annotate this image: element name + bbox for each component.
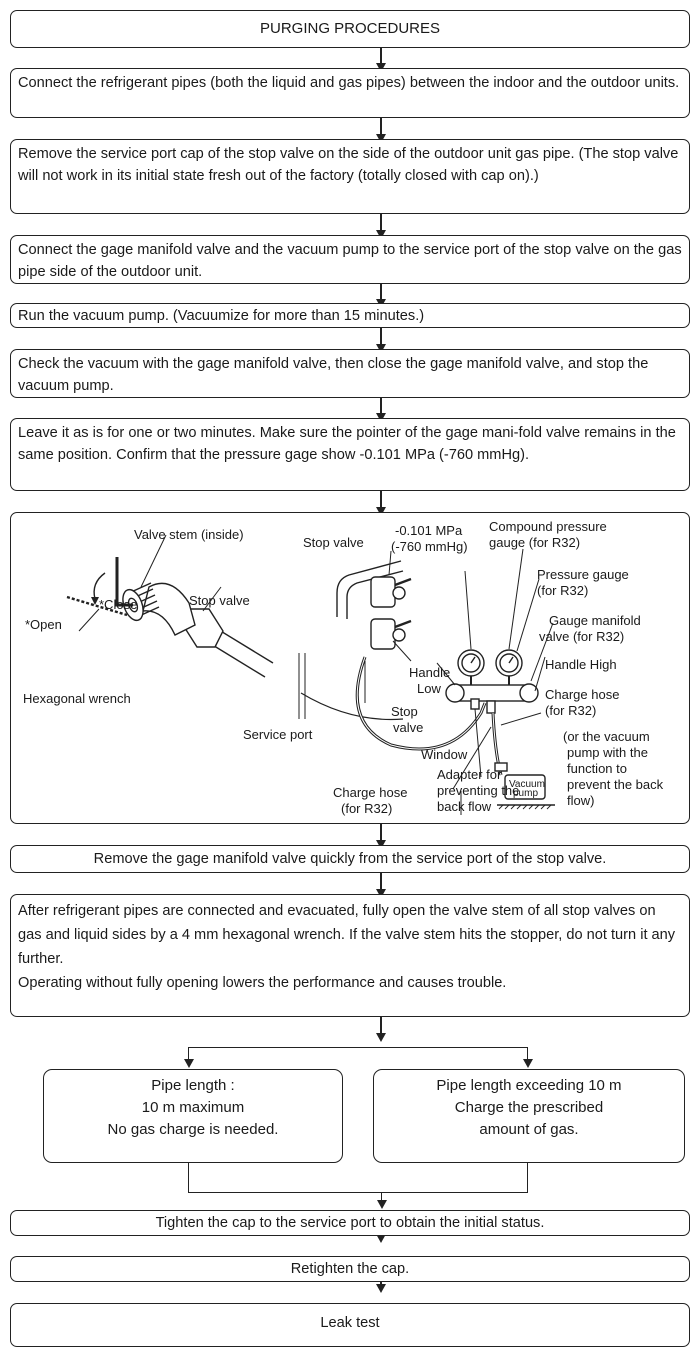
label-pump-note-5: flow) <box>567 793 594 808</box>
branch-right-line-3: amount of gas. <box>479 1121 579 1138</box>
label-handle-low-1: Handle <box>409 665 450 680</box>
branch-right-line-2: Charge the prescribed <box>454 1099 604 1116</box>
branch-left-line-3: No gas charge is needed. <box>107 1121 279 1138</box>
label-pump-note-4: prevent the back <box>567 777 664 792</box>
label-charge-hose-b-1: Charge hose <box>333 785 407 800</box>
label-manifold-2: valve (for R32) <box>539 629 624 644</box>
label-pressure-2: (for R32) <box>537 583 588 598</box>
label-close: *Close <box>99 597 137 612</box>
label-charge-hose-b-2: (for R32) <box>341 801 392 816</box>
label-manifold-1: Gauge manifold <box>549 613 641 628</box>
label-stop-valve-left: Stop valve <box>189 593 250 608</box>
label-mpa-2: (-760 mmHg) <box>391 539 468 554</box>
merge-line <box>188 1163 190 1193</box>
branch-line <box>188 1047 190 1060</box>
open-valves-text-1: After refrigerant pipes are connected an… <box>18 903 676 967</box>
step-connect-manifold: Connect the gage manifold valve and the … <box>10 235 690 284</box>
label-stop-valve-mid-1: Stop <box>391 704 418 719</box>
step-open-valves: After refrigerant pipes are connected an… <box>10 894 690 1017</box>
merge-arrow-head <box>377 1200 387 1209</box>
merge-line <box>381 1193 383 1203</box>
manifold-diagram: Valve stem (inside) *Close *Open Stop va… <box>23 519 664 816</box>
label-service-port: Service port <box>243 727 313 742</box>
label-charge-hose-r-2: (for R32) <box>545 703 596 718</box>
step-leak-test: Leak test <box>10 1303 690 1347</box>
merge-line <box>188 1192 528 1194</box>
page-title: PURGING PROCEDURES <box>10 10 690 48</box>
label-compound-2: gauge (for R32) <box>489 535 580 550</box>
stop-valve-drawing <box>66 557 274 678</box>
label-charge-hose-r-1: Charge hose <box>545 687 619 702</box>
label-pump-note-3: function to <box>567 761 627 776</box>
step-connect-pipes: Connect the refrigerant pipes (both the … <box>10 68 690 118</box>
branch-left-line-2: 10 m maximum <box>141 1099 245 1116</box>
branch-long-pipe: Pipe length exceeding 10 m Charge the pr… <box>373 1069 685 1163</box>
label-valve-stem: Valve stem (inside) <box>134 527 244 542</box>
merge-line <box>527 1163 529 1193</box>
label-handle-high: Handle High <box>545 657 617 672</box>
manifold-illustration: Valve stem (inside) *Close *Open Stop va… <box>10 512 690 824</box>
branch-short-pipe: Pipe length : 10 m maximum No gas charge… <box>43 1069 343 1163</box>
label-pump-note-1: (or the vacuum <box>563 729 650 744</box>
label-pressure-1: Pressure gauge <box>537 567 629 582</box>
label-window: Window <box>421 747 468 762</box>
step-check-vacuum: Check the vacuum with the gage manifold … <box>10 349 690 398</box>
outdoor-unit-drawing <box>298 560 555 810</box>
label-compound-1: Compound pressure <box>489 519 607 534</box>
branch-arrow-head <box>523 1059 533 1068</box>
label-hex-wrench: Hexagonal wrench <box>23 691 131 706</box>
label-vacuum-2: pump <box>513 788 538 799</box>
branch-left-line-1: Pipe length : <box>151 1077 235 1094</box>
label-open: *Open <box>25 617 62 632</box>
open-valves-text-2: Operating without fully opening lowers t… <box>18 975 507 991</box>
label-vacuum-1: Vacuum <box>509 779 545 790</box>
label-stop-valve-top: Stop valve <box>303 535 364 550</box>
step-retighten: Retighten the cap. <box>10 1256 690 1282</box>
step-leave: Leave it as is for one or two minutes. M… <box>10 418 690 491</box>
label-handle-low-2: Low <box>417 681 441 696</box>
label-stop-valve-mid-2: valve <box>393 720 423 735</box>
branch-arrow-head <box>184 1059 194 1068</box>
label-pump-note-2: pump with the <box>567 745 648 760</box>
step-run-pump: Run the vacuum pump. (Vacuumize for more… <box>10 303 690 328</box>
label-adapter-3: back flow <box>437 799 492 814</box>
step-remove-manifold: Remove the gage manifold valve quickly f… <box>10 845 690 873</box>
label-adapter-2: preventing the <box>437 783 519 798</box>
branch-line <box>527 1047 529 1060</box>
label-mpa-1: -0.101 MPa <box>395 523 463 538</box>
branch-line <box>188 1047 528 1049</box>
branch-right-line-1: Pipe length exceeding 10 m <box>436 1077 622 1094</box>
label-adapter-1: Adapter for <box>437 767 502 782</box>
step-tighten-cap: Tighten the cap to the service port to o… <box>10 1210 690 1236</box>
step-remove-cap: Remove the service port cap of the stop … <box>10 139 690 214</box>
